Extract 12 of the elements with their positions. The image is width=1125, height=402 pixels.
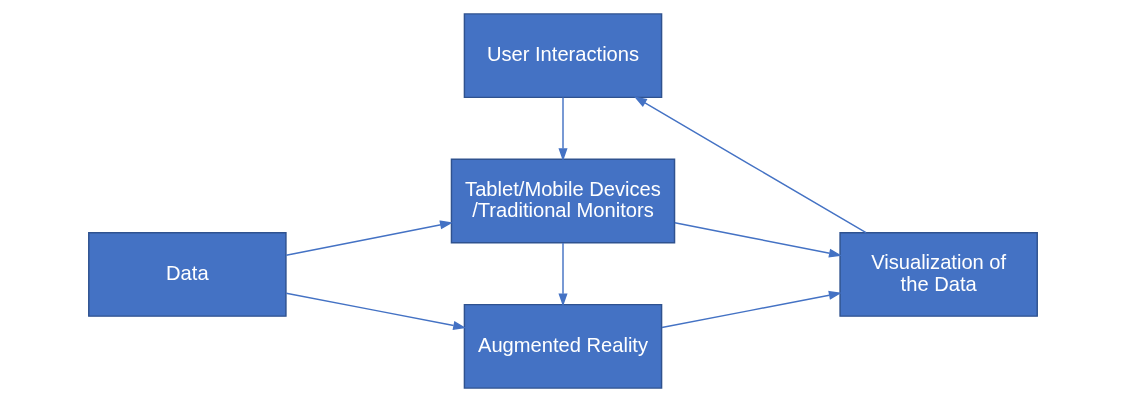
arrow [633,96,867,234]
node-box: Visualization of the Data [838,231,1038,317]
arrow [557,242,568,307]
arrow [557,96,568,162]
arrow [285,220,453,256]
arrow [673,222,842,258]
node-box: Data [87,231,287,317]
node-box: Augmented Reality [463,303,662,389]
node-box: Tablet/Mobile Devices /Traditional Monitors [450,158,675,244]
node-box: User Interactions [463,13,662,99]
arrow [660,290,842,329]
arrow [285,292,466,330]
